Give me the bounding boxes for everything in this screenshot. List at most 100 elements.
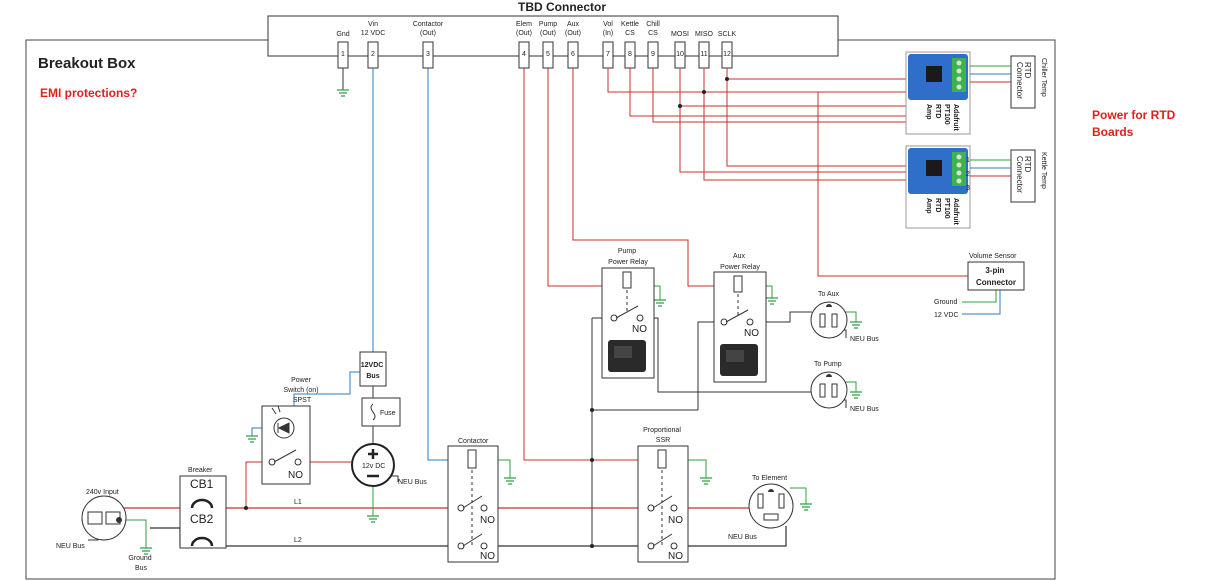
ground-bus-label: Ground Bus: [128, 555, 153, 572]
aux-relay-contact: [746, 318, 754, 326]
outlet-to-aux: To Aux NEU Bus: [810, 291, 879, 343]
outlet-ground-pin: [826, 304, 832, 307]
miso-wire: [703, 68, 910, 181]
contactor-contact: [480, 504, 488, 512]
rtd-amp-label: RTD: [934, 104, 941, 118]
outlet-slot: [763, 513, 779, 521]
rtd-amp-label: RTD: [934, 198, 941, 212]
rtd-temp-label: Kettle Temp: [1040, 152, 1047, 189]
rtd-amp-label: Adafruit: [952, 104, 959, 132]
input-label: 240v Input: [86, 489, 119, 496]
rtd-screw: [956, 162, 962, 168]
power-rtd-note-line1: Power for RTD: [1092, 108, 1176, 122]
contactor-no2: NO: [480, 551, 495, 562]
to-aux-label: To Aux: [818, 291, 840, 298]
breaker-label: Breaker: [188, 467, 213, 474]
dc-neu-wire: [390, 475, 399, 482]
neu-bus-label: NEU Bus: [728, 534, 757, 541]
pin-number: 7: [606, 51, 610, 58]
ssr-line1: Proportional: [643, 427, 681, 434]
power-switch-line2: Switch (on): [284, 387, 319, 394]
ssr-no2: NO: [668, 551, 683, 562]
ssr-line2: SSR: [656, 437, 670, 444]
junction-dot: [702, 90, 706, 94]
outlet-slot: [87, 511, 103, 525]
elem-wire: [523, 68, 660, 461]
rtd-screw: [956, 76, 962, 82]
outlet-slot: [819, 383, 826, 398]
rtd-connector-label: Connector: [1015, 62, 1024, 99]
dc-source-label: 12v DC: [362, 463, 385, 470]
fuse-label: Fuse: [380, 410, 396, 417]
rtd-pin-number: 2: [966, 171, 970, 178]
outlets: To Aux NEU Bus To Pump NEU Bus To Elemen…: [56, 291, 879, 572]
volume-sensor-connector-line1: 3-pin: [985, 266, 1004, 275]
breaker-box: [179, 475, 227, 549]
pin-number: 3: [426, 51, 430, 58]
outlet-to-pump: To Pump NEU Bus: [810, 361, 879, 413]
outlet-slot: [819, 313, 826, 328]
ssr-coil: [657, 449, 667, 469]
ground-icon: [766, 297, 778, 305]
pin-number: 10: [676, 51, 684, 58]
l1-label: L1: [294, 499, 302, 506]
ground-icon: [337, 89, 349, 97]
rtd-terminal-block: [952, 58, 966, 92]
pin-number: 2: [371, 51, 375, 58]
ground-icon: [654, 299, 666, 307]
junction-dot: [590, 544, 594, 548]
outlet-slot: [778, 493, 785, 509]
fuse-icon: [370, 403, 376, 421]
rtd-amp-label: Amp: [925, 104, 932, 120]
junction-dot: [590, 408, 594, 412]
rtd-pin-number: 3: [966, 185, 970, 192]
fuse-box: [361, 397, 401, 427]
pump-relay-image-detail: [614, 346, 632, 358]
tbd-connector-title: TBD Connector: [518, 0, 606, 14]
input-neu-label: NEU Bus: [56, 543, 85, 550]
ground-icon: [504, 477, 516, 485]
aux-relay-image-detail: [726, 350, 744, 362]
outlet-slot: [757, 493, 764, 509]
switch-led-rays: [271, 405, 281, 415]
pin-number: 9: [651, 51, 655, 58]
rtd-amp-label: PT100: [943, 198, 950, 219]
contactor-contact: [457, 542, 465, 550]
pump-relay-line1: Pump: [618, 248, 636, 255]
aux-relay-coil: [733, 275, 743, 293]
outlet-ground-pin: [826, 374, 832, 377]
mosi-wire: [679, 68, 910, 173]
cb2-symbol: [190, 536, 214, 547]
kettle-cs-wire: [629, 68, 910, 117]
rtd-screw: [956, 84, 962, 90]
rtd-screw: [956, 68, 962, 74]
junction-dot: [678, 104, 682, 108]
pin-label: MOSI: [671, 31, 689, 38]
pump-relay-no: NO: [632, 324, 647, 335]
pin-number: 12: [723, 51, 731, 58]
proportional-ssr: Proportional SSR NO NO: [637, 427, 689, 563]
power-switch: Power Switch (on) SPST NO: [261, 377, 319, 485]
outlet-slot: [831, 383, 838, 398]
contactor-no1: NO: [480, 515, 495, 526]
pin-label: Pump(Out): [539, 21, 557, 37]
pump-relay-label: Pump Power Relay: [608, 248, 648, 266]
ssr-contact: [670, 542, 678, 550]
pin-number: 4: [522, 51, 526, 58]
rtd-connector: [1010, 149, 1036, 203]
relay-hot-bus: [591, 317, 722, 546]
rtd-amp-label: PT100: [943, 104, 950, 125]
switch-contact: [294, 458, 302, 466]
ground-bus-line2: Bus: [135, 565, 148, 572]
ground-icon: [850, 391, 862, 399]
emi-note: EMI protections?: [40, 86, 137, 100]
volume-sensor-ground-label: Ground: [934, 299, 957, 306]
pin-label: Vol(In): [603, 21, 614, 37]
pump-relay-contact: [636, 314, 644, 322]
vol-ground-wire: [962, 290, 997, 303]
